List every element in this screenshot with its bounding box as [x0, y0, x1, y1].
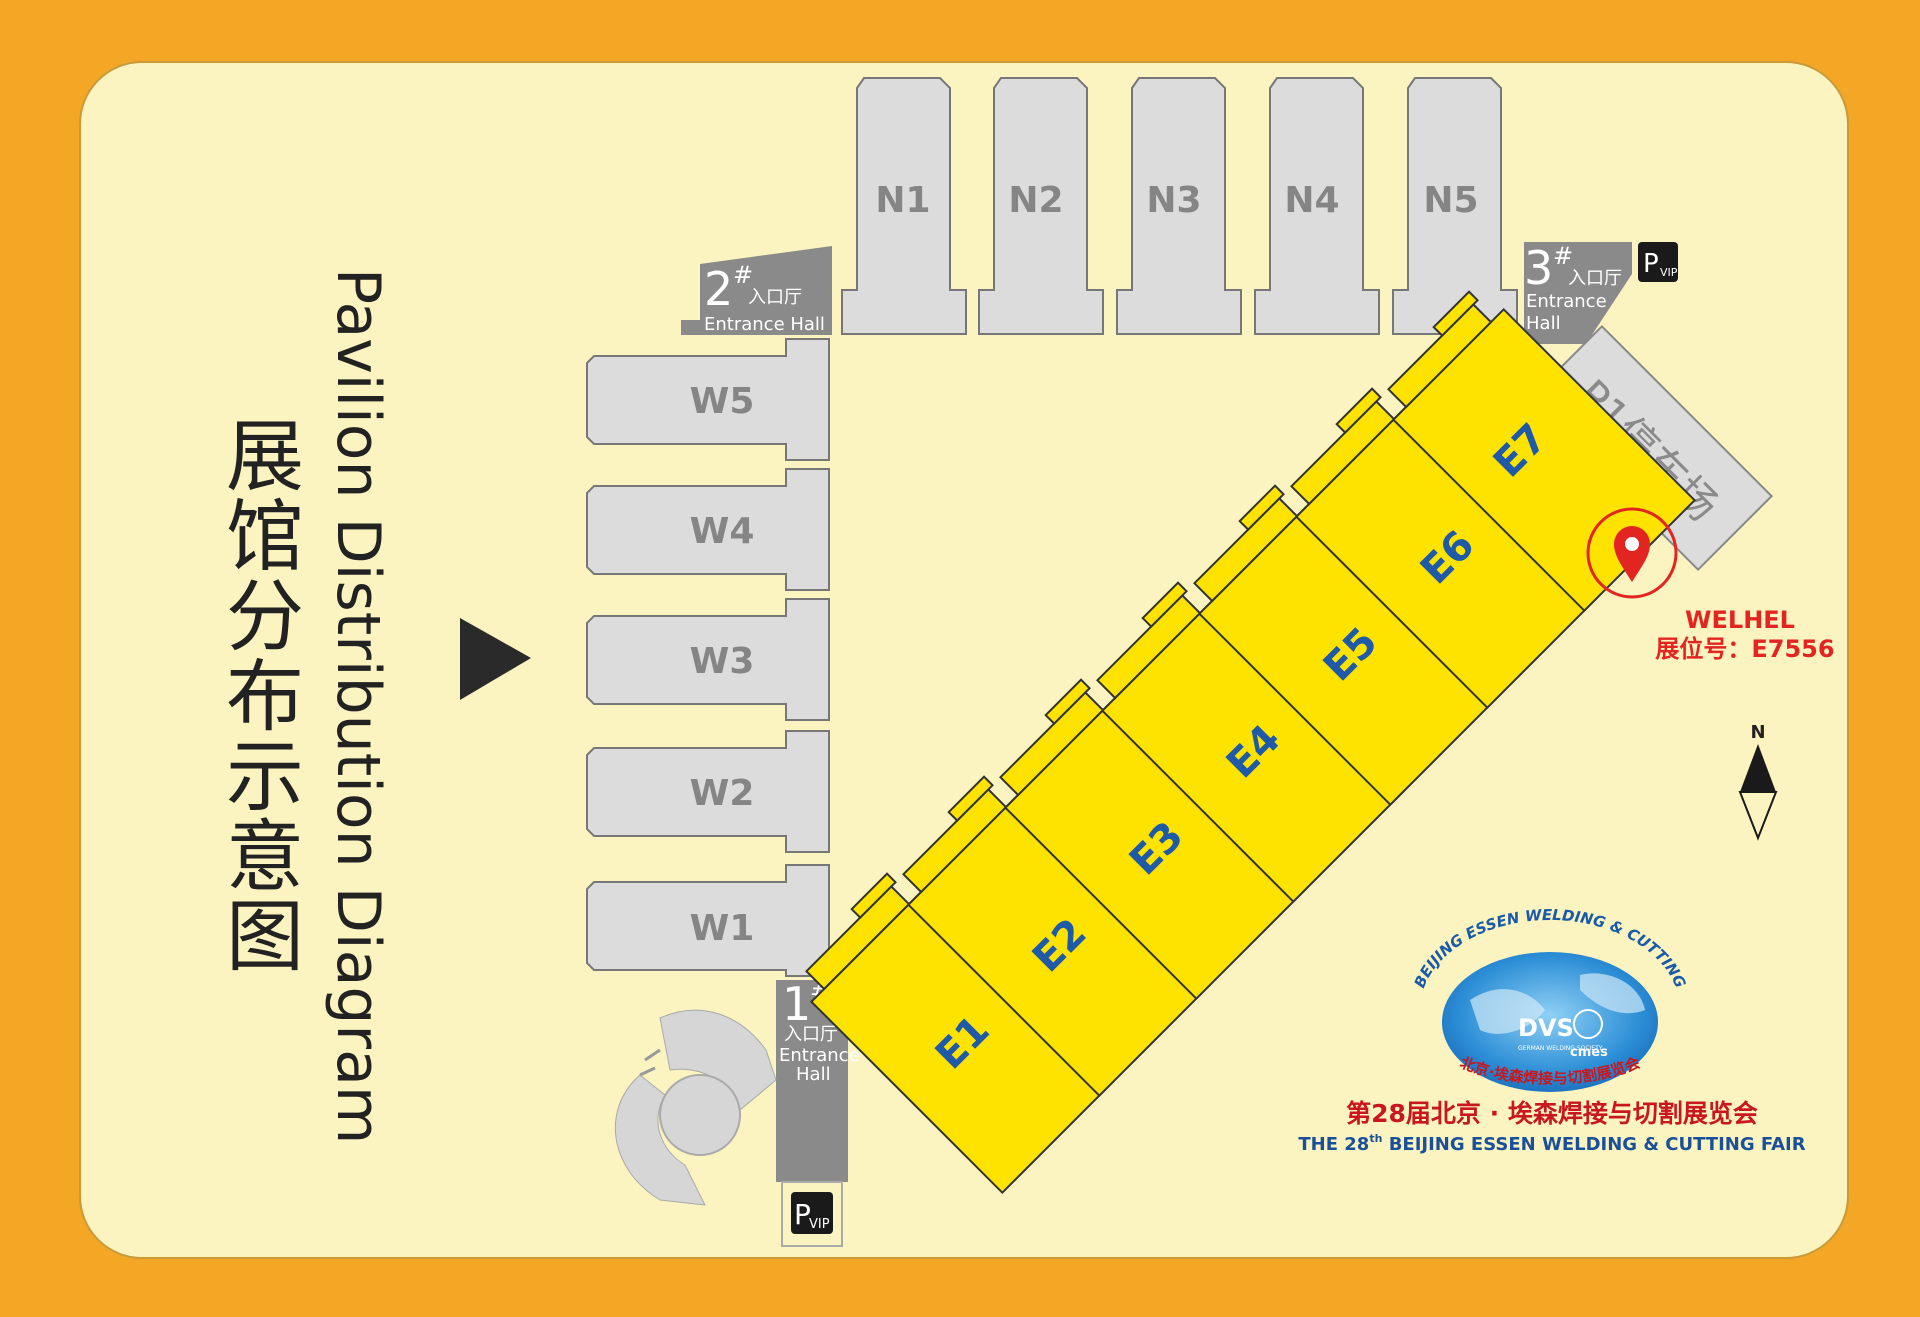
entrance-cn: 入口厅 [784, 1024, 838, 1045]
hall-label: W1 [690, 908, 755, 949]
hall-w2[interactable]: W2 [586, 730, 830, 853]
entrance-en2: Hall [1526, 313, 1561, 334]
entrance-cn: 入口厅 [1568, 268, 1622, 289]
hall-e4[interactable]: E4 [1076, 574, 1406, 904]
entrance-hall-2[interactable]: 2 # 入口厅 Entrance Hall [681, 246, 832, 335]
fair-name-cn: 第28届北京 · 埃森焊接与切割展览会 [1346, 1099, 1758, 1128]
location-pin-icon [1614, 526, 1650, 582]
compass-icon: N [1738, 722, 1778, 841]
west-halls: W5 W4 W3 W2 W1 [586, 338, 830, 977]
booth-marker[interactable] [1586, 507, 1678, 599]
title-chinese: 展馆分布示意图 [213, 415, 303, 975]
vip-p: P [794, 1198, 811, 1231]
entrance-sup: # [1553, 242, 1573, 270]
map-panel [79, 61, 1849, 1259]
entrance-number: 2 [704, 262, 733, 316]
booth-number: 展位号：E7556 [1655, 635, 1834, 663]
entrance-en: Entrance Hall [704, 314, 825, 335]
hall-label: N2 [1008, 180, 1063, 221]
entrance-en2: Hall [796, 1064, 831, 1085]
hall-n1[interactable]: N1 [841, 77, 967, 335]
hall-n3[interactable]: N3 [1116, 77, 1242, 335]
roundabout-icon [614, 1009, 777, 1206]
entrance-number: 3 [1524, 241, 1553, 295]
entrance-en1: Entrance [1526, 291, 1607, 312]
vip-parking-south[interactable]: P VIP [781, 1181, 843, 1247]
entrance-cn: 入口厅 [748, 287, 802, 308]
entrance-sup: # [733, 261, 753, 289]
hall-w1[interactable]: W1 [586, 864, 830, 977]
hall-label: N1 [875, 180, 930, 221]
fair-name-en: THE 28th BEIJING ESSEN WELDING & CUTTING… [1298, 1132, 1805, 1155]
hall-label: W5 [690, 381, 755, 422]
hall-n2[interactable]: N2 [978, 77, 1104, 335]
vip-p: P [1643, 249, 1659, 279]
hall-w5[interactable]: W5 [586, 338, 830, 461]
cmes-gear-icon [1573, 1009, 1603, 1039]
fair-logo: BEIJING ESSEN WELDING & CUTTING DVS GERM… [1298, 906, 1805, 1155]
hall-n4[interactable]: N4 [1254, 77, 1380, 335]
booth-company: WELHEL [1685, 606, 1795, 634]
hall-label: N4 [1284, 180, 1339, 221]
hall-label: W2 [690, 773, 755, 814]
vip-text: VIP [1660, 266, 1678, 279]
entrance-en1: Entrance [779, 1045, 860, 1066]
entrance-hall-3[interactable]: 3 # 入口厅 Entrance Hall [1524, 241, 1632, 344]
pointer-arrow-icon [460, 618, 531, 700]
logo-dvs: DVS [1518, 1014, 1574, 1042]
east-halls: E1 E2 E3 E4 E5 [805, 290, 1697, 1195]
hall-label: N3 [1146, 180, 1201, 221]
entrance-number: 1 [782, 977, 811, 1031]
hall-e5[interactable]: E5 [1173, 477, 1503, 807]
entrance-hall-1[interactable]: 1 # 入口厅 Entrance Hall [776, 977, 860, 1182]
vip-text: VIP [809, 1217, 830, 1232]
hall-e6[interactable]: E6 [1270, 380, 1600, 710]
compass-north: N [1750, 722, 1765, 743]
logo-dvs-sub: GERMAN WELDING SOCIETY [1518, 1045, 1603, 1052]
hall-label: W3 [690, 641, 755, 682]
hall-w4[interactable]: W4 [586, 468, 830, 591]
hall-e2[interactable]: E2 [882, 768, 1212, 1098]
vip-parking-north[interactable]: P VIP [1638, 242, 1678, 282]
hall-e3[interactable]: E3 [979, 671, 1309, 1001]
logo-cmes: cmes [1570, 1045, 1608, 1060]
hall-label: N5 [1423, 180, 1478, 221]
hall-n5[interactable]: N5 [1392, 77, 1518, 335]
title-english: Pavilion Distribution Diagram [323, 268, 393, 1144]
hall-w3[interactable]: W3 [586, 598, 830, 721]
hall-label: W4 [690, 511, 755, 552]
north-halls: N1 N2 N3 N4 N5 [841, 77, 1518, 335]
